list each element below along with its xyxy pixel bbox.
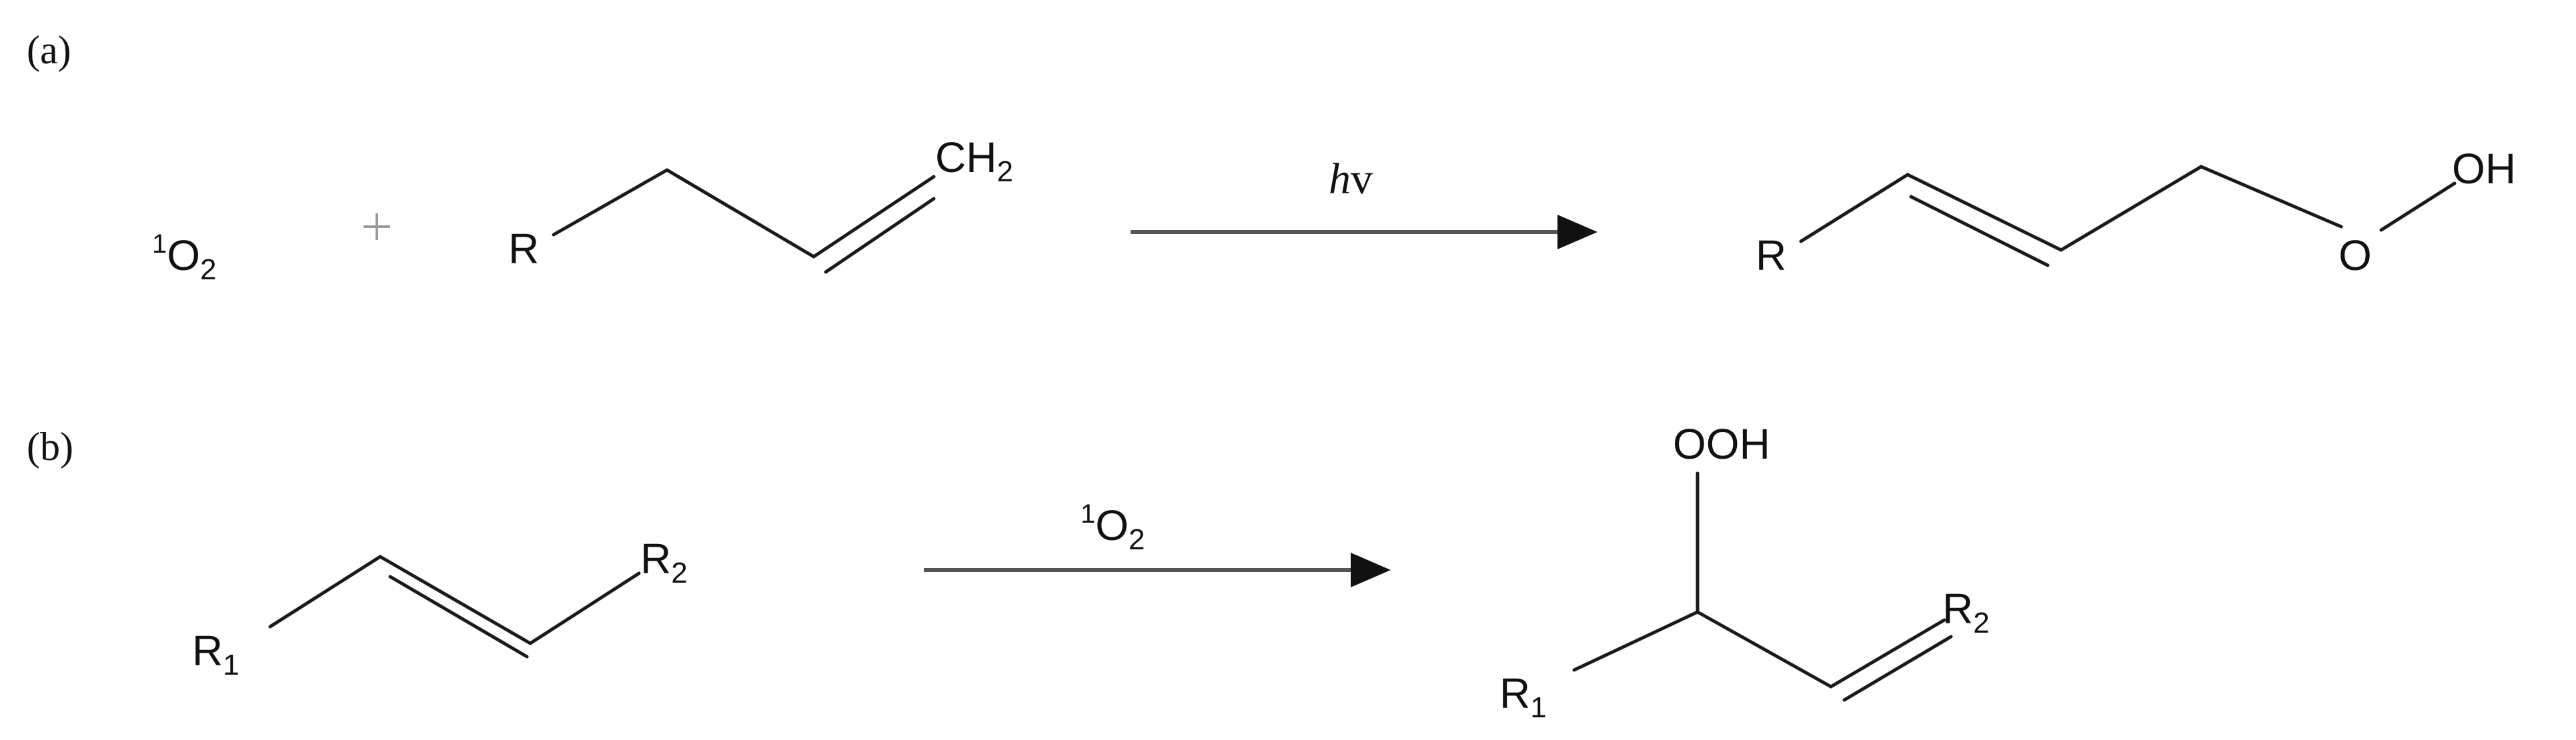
hydroperoxy-group: OOH bbox=[1673, 420, 1770, 468]
singlet-oxygen-subscript: 2 bbox=[200, 253, 216, 286]
arrow-label-symbol: O bbox=[1095, 501, 1129, 549]
ene-product: OOH R1 R2 bbox=[1499, 420, 1990, 724]
arrow-label-superscript: 1 bbox=[1081, 499, 1095, 529]
double-bond-second-line bbox=[1842, 635, 1953, 702]
reaction-arrow-b: 1O2 bbox=[924, 499, 1391, 587]
panel-a: (a) 1O2 R CH2 hv R bbox=[27, 28, 2516, 286]
singlet-oxygen-symbol: O bbox=[167, 231, 200, 279]
singlet-oxygen-superscript: 1 bbox=[152, 229, 167, 259]
product-r1-subscript: 1 bbox=[1530, 691, 1546, 724]
reaction-arrow-a: hv bbox=[1131, 155, 1597, 249]
bond bbox=[552, 168, 669, 237]
double-bond bbox=[1906, 173, 2063, 252]
double-bond-second-line bbox=[388, 575, 529, 659]
product-r-group: R bbox=[1756, 231, 1786, 279]
double-bond bbox=[812, 175, 936, 259]
product-r1-symbol: R bbox=[1499, 669, 1530, 717]
ch2-symbol: CH bbox=[935, 133, 997, 181]
arrow-head bbox=[1351, 553, 1391, 587]
product-r2-subscript: 2 bbox=[1973, 607, 1989, 639]
product-r2-symbol: R bbox=[1942, 585, 1973, 633]
r2-group: R2 bbox=[640, 535, 688, 589]
arrow-head bbox=[1557, 215, 1597, 249]
r1-group: R1 bbox=[192, 627, 239, 681]
product-r1-group: R1 bbox=[1499, 669, 1547, 724]
product-r2-group: R2 bbox=[1942, 585, 1990, 639]
arrow-label-singlet-oxygen: 1O2 bbox=[1081, 499, 1145, 556]
singlet-oxygen-reactant: 1O2 bbox=[152, 229, 217, 286]
double-bond-second-line bbox=[1909, 195, 2050, 267]
alkene-reactant-b: R1 R2 bbox=[192, 535, 688, 681]
bond bbox=[2379, 181, 2457, 232]
bond bbox=[1799, 173, 1910, 243]
r1-symbol: R bbox=[192, 627, 223, 675]
reactant-r-group: R bbox=[508, 225, 539, 273]
double-bond bbox=[378, 555, 532, 645]
plus-sign bbox=[364, 213, 390, 240]
bond bbox=[268, 555, 382, 629]
panel-b-label: (b) bbox=[27, 425, 73, 469]
ch2-group: CH2 bbox=[935, 133, 1013, 188]
peroxide-oxygen: O bbox=[2339, 231, 2372, 279]
hydroxyl-group: OH bbox=[2452, 145, 2516, 193]
bond bbox=[2199, 165, 2343, 229]
bond bbox=[665, 168, 816, 259]
arrow-label-subscript: 2 bbox=[1129, 523, 1145, 556]
ch2-subscript: 2 bbox=[997, 155, 1013, 188]
panel-b: (b) R1 R2 1O2 OOH R1 R2 bbox=[27, 420, 1990, 724]
hydroperoxide-product: R O OH bbox=[1756, 145, 2516, 279]
r2-subscript: 2 bbox=[671, 557, 687, 589]
bond bbox=[2059, 165, 2203, 252]
planck-h: h bbox=[1329, 155, 1351, 203]
arrow-label-hv: hv bbox=[1329, 155, 1373, 203]
double-bond-second-line bbox=[824, 197, 936, 274]
r2-symbol: R bbox=[640, 535, 671, 583]
frequency-nu: v bbox=[1351, 155, 1373, 203]
panel-a-label: (a) bbox=[27, 28, 71, 72]
double-bond bbox=[1829, 618, 1946, 689]
bond bbox=[528, 571, 641, 645]
bond bbox=[1572, 610, 1700, 672]
r1-subscript: 1 bbox=[223, 649, 239, 681]
alkene-reactant: R CH2 bbox=[508, 133, 1013, 274]
bond bbox=[1696, 610, 1833, 689]
